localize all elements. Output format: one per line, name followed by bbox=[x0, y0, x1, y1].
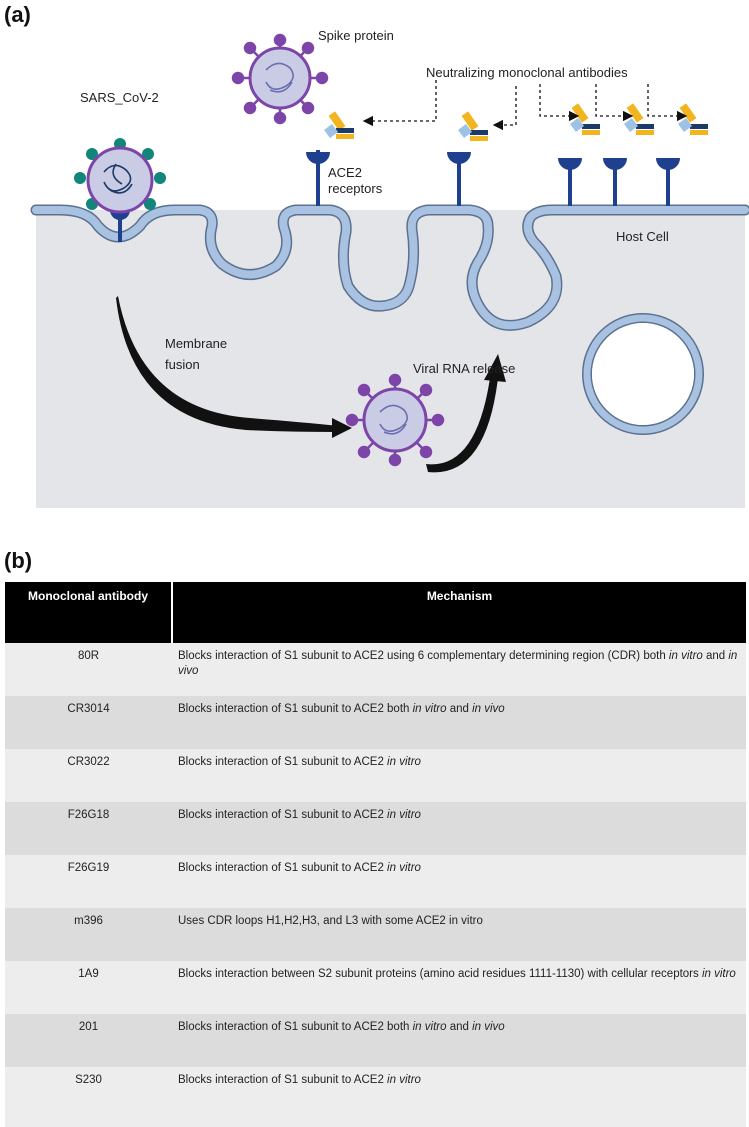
rna-release-arrow bbox=[426, 378, 498, 473]
table-row: CR3022 Blocks interaction of S1 subunit … bbox=[5, 749, 746, 802]
ace2-receptor bbox=[603, 158, 627, 206]
antibody-cell: CR3022 bbox=[67, 756, 110, 768]
mechanism-cell: Blocks interaction of S1 subunit to ACE2… bbox=[178, 650, 738, 677]
table-row: CR3014 Blocks interaction of S1 subunit … bbox=[5, 696, 746, 749]
ace2-receptors-label-2: receptors bbox=[328, 181, 383, 196]
table-row: F26G19 Blocks interaction of S1 subunit … bbox=[5, 855, 746, 908]
antibody bbox=[458, 111, 488, 141]
membrane-fusion-label-2: fusion bbox=[165, 357, 200, 372]
mechanism-cell: Blocks interaction of S1 subunit to ACE2… bbox=[178, 809, 421, 821]
antibody-cell: S230 bbox=[75, 1074, 102, 1086]
mechanism-cell: Uses CDR loops H1,H2,H3, and L3 with som… bbox=[178, 915, 483, 927]
spike-protein-virus bbox=[231, 33, 329, 125]
mechanism-cell: Blocks interaction of S1 subunit to ACE2… bbox=[178, 756, 421, 768]
antibody bbox=[678, 103, 708, 135]
header-mechanism: Mechanism bbox=[172, 582, 746, 643]
spike-protein-label: Spike protein bbox=[318, 28, 394, 43]
mechanism-cell: Blocks interaction of S1 subunit to ACE2… bbox=[178, 1074, 421, 1086]
mechanism-cell: Blocks interaction of S1 subunit to ACE2… bbox=[178, 862, 421, 874]
viral-rna-release-label: Viral RNA release bbox=[413, 361, 515, 376]
antibody-cell: F26G19 bbox=[67, 862, 110, 874]
mechanism-cell: Blocks interaction of S1 subunit to ACE2… bbox=[178, 703, 505, 715]
antibody-mechanism-table: Monoclonal antibody Mechanism 80R Blocks… bbox=[5, 582, 746, 1127]
table-row: 1A9 Blocks interaction between S2 subuni… bbox=[5, 961, 746, 1014]
ace2-receptor bbox=[656, 158, 680, 206]
membrane-fusion-label: Membrane bbox=[165, 336, 227, 351]
antibody-cell: CR3014 bbox=[67, 703, 110, 715]
ace2-receptor bbox=[306, 150, 330, 206]
mechanism-cell: Blocks interaction between S2 subunit pr… bbox=[178, 968, 736, 980]
table-row: m396 Uses CDR loops H1,H2,H3, and L3 wit… bbox=[5, 908, 746, 961]
antibody-cell: m396 bbox=[74, 915, 103, 927]
antibody-cell: 80R bbox=[77, 650, 100, 662]
internalized-virus bbox=[345, 373, 445, 467]
table-row: 201 Blocks interaction of S1 subunit to … bbox=[5, 1014, 746, 1067]
cell-membrane bbox=[30, 204, 749, 331]
host-cell-label: Host Cell bbox=[616, 229, 669, 244]
sars-cov-2-label: SARS_CoV-2 bbox=[80, 90, 159, 105]
header-antibody: Monoclonal antibody bbox=[5, 582, 173, 643]
antibody bbox=[624, 103, 654, 135]
table-row: S230 Blocks interaction of S1 subunit to… bbox=[5, 1067, 746, 1127]
antibody-cell: 1A9 bbox=[78, 968, 99, 980]
antibody bbox=[324, 111, 354, 139]
panel-label-a: (a) bbox=[4, 2, 31, 27]
neutralizing-antibodies-label: Neutralizing monoclonal antibodies bbox=[426, 65, 628, 80]
sars-cov-2-virus bbox=[74, 138, 166, 214]
table-row: 80R Blocks interaction of S1 subunit to … bbox=[5, 643, 746, 696]
ace2-receptor bbox=[558, 158, 582, 206]
ace2-receptor bbox=[447, 152, 471, 206]
membrane-fusion-arrow bbox=[116, 296, 340, 432]
panel-label-b: (b) bbox=[4, 548, 33, 573]
table-row: F26G18 Blocks interaction of S1 subunit … bbox=[5, 802, 746, 855]
antibody-pointer-arrows bbox=[362, 80, 688, 131]
virus-entry-diagram: Spike protein SARS_CoV-2 Neutralizing mo… bbox=[30, 28, 749, 508]
mechanism-cell: Blocks interaction of S1 subunit to ACE2… bbox=[178, 1021, 505, 1033]
ace2-receptors-label: ACE2 bbox=[328, 165, 362, 180]
antibody-cell: F26G18 bbox=[67, 809, 110, 821]
host-cell-body bbox=[36, 210, 745, 508]
antibody-cell: 201 bbox=[78, 1021, 99, 1033]
antibody bbox=[570, 103, 600, 135]
